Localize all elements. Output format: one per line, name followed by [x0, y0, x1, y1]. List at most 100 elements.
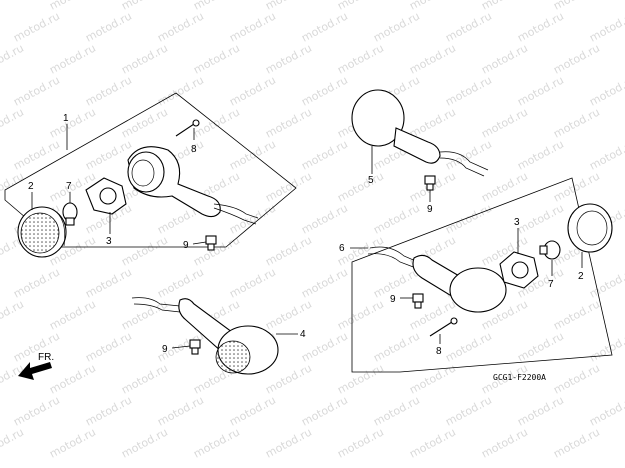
watermark-text: motod.ru [11, 137, 62, 172]
watermark-text: motod.ru [551, 425, 602, 460]
screw-8-right [429, 317, 458, 337]
front-direction-arrow: FR. [18, 352, 54, 380]
watermark-text: motod.ru [515, 9, 566, 44]
watermark-text: motod.ru [227, 201, 278, 236]
watermark-text: motod.ru [191, 233, 242, 268]
watermark-text: motod.ru [11, 393, 62, 428]
watermark-text: motod.ru [83, 73, 134, 108]
watermark-text: motod.ru [551, 297, 602, 332]
watermark-text: motod.ru [587, 329, 625, 364]
watermark-text: motod.ru [515, 137, 566, 172]
callout-4: 4 [300, 329, 306, 340]
callout-5: 5 [368, 175, 374, 186]
watermark-text: motod.ru [0, 361, 26, 396]
watermark-text: motod.ru [47, 41, 98, 76]
watermark-text: motod.ru [0, 0, 26, 13]
screw-9-right-upper [424, 175, 436, 191]
callout-9-left: 9 [183, 240, 189, 251]
callout-2-left: 2 [28, 181, 34, 192]
callout-2-right: 2 [578, 271, 584, 282]
watermark-text: motod.ru [443, 329, 494, 364]
right-group-box [351, 177, 613, 373]
watermark-text: motod.ru [0, 105, 26, 140]
watermark-text: motod.ru [443, 201, 494, 236]
watermark-text: motod.ru [119, 41, 170, 76]
watermark-text: motod.ru [263, 169, 314, 204]
diagram-code: GCG1-F2200A [493, 373, 546, 382]
watermark-text: motod.ru [11, 265, 62, 300]
watermark-text: motod.ru [299, 393, 350, 428]
watermark-text: motod.ru [407, 361, 458, 396]
watermark-text: motod.ru [47, 297, 98, 332]
watermark-text: motod.ru [227, 393, 278, 428]
watermark-text: motod.ru [371, 9, 422, 44]
watermark-text: motod.ru [119, 425, 170, 460]
watermark-text: motod.ru [479, 41, 530, 76]
screw-8-left [175, 119, 200, 137]
watermark-text: motod.ru [11, 329, 62, 364]
watermark-text: motod.ru [227, 73, 278, 108]
watermark-text: motod.ru [299, 137, 350, 172]
watermark-text: motod.ru [263, 105, 314, 140]
watermark-text: motod.ru [587, 393, 625, 428]
watermark-text: motod.ru [263, 425, 314, 460]
callout-6: 6 [339, 243, 345, 254]
socket-right [499, 251, 539, 289]
watermark-text: motod.ru [299, 201, 350, 236]
watermark-text: motod.ru [551, 41, 602, 76]
watermark-text: motod.ru [443, 9, 494, 44]
watermark-text: motod.ru [83, 265, 134, 300]
watermark-text: motod.ru [0, 425, 26, 460]
watermark-text: motod.ru [263, 297, 314, 332]
watermark-text: motod.ru [0, 169, 26, 204]
watermark-text: motod.ru [479, 425, 530, 460]
watermark-text: motod.ru [587, 9, 625, 44]
lamp-4 [131, 297, 279, 375]
watermark-text: motod.ru [191, 41, 242, 76]
watermark-text: motod.ru [263, 41, 314, 76]
lamp-5 [351, 89, 489, 177]
watermark-text: motod.ru [191, 425, 242, 460]
watermark-text: motod.ru [407, 41, 458, 76]
callout-7-right: 7 [548, 279, 554, 290]
lens-right [567, 203, 613, 253]
housing-left [127, 146, 259, 225]
watermark-text: motod.ru [335, 297, 386, 332]
watermark-text: motod.ru [83, 393, 134, 428]
housing-right [367, 246, 507, 313]
watermark-text: motod.ru [263, 361, 314, 396]
watermark-text: motod.ru [83, 137, 134, 172]
watermark-text: motod.ru [0, 297, 26, 332]
watermark-text: motod.ru [443, 137, 494, 172]
watermark-text: motod.ru [83, 329, 134, 364]
watermark-text: motod.ru [371, 201, 422, 236]
left-group-box [4, 92, 297, 248]
watermark-text: motod.ru [587, 73, 625, 108]
callout-8-right: 8 [436, 346, 442, 357]
watermark-text: motod.ru [263, 233, 314, 268]
screw-9-right [412, 293, 424, 309]
watermark-text: motod.ru [515, 73, 566, 108]
lens-left [17, 206, 67, 258]
front-label: FR. [38, 352, 54, 363]
watermark-text: motod.ru [11, 73, 62, 108]
watermark-text: motod.ru [479, 169, 530, 204]
watermark-text: motod.ru [155, 73, 206, 108]
callout-8-left: 8 [191, 144, 197, 155]
watermark-text: motod.ru [119, 233, 170, 268]
watermark-text: motod.ru [155, 393, 206, 428]
screw-9-left [205, 235, 217, 251]
socket-left [85, 177, 127, 215]
watermark-text: motod.ru [551, 105, 602, 140]
watermark-text: motod.ru [227, 265, 278, 300]
watermark-text: motod.ru [155, 265, 206, 300]
bulb-left [62, 202, 78, 226]
watermark-text: motod.ru [299, 265, 350, 300]
watermark-text: motod.ru [479, 105, 530, 140]
watermark-text: motod.ru [119, 361, 170, 396]
watermark-text: motod.ru [47, 425, 98, 460]
watermark-text: motod.ru [335, 361, 386, 396]
